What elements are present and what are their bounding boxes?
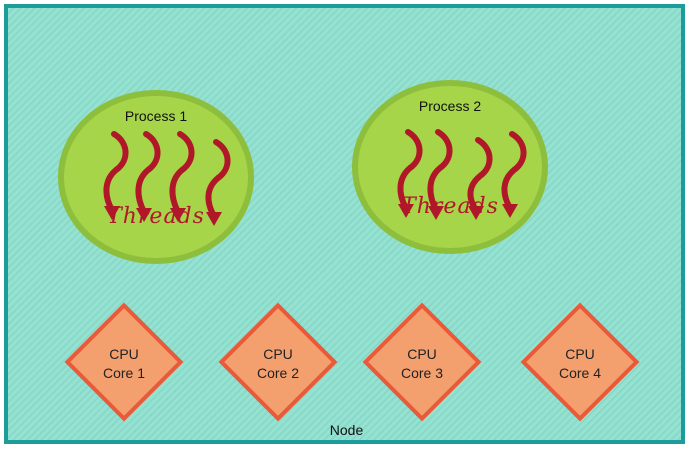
core-line1: CPU xyxy=(109,346,139,362)
core-line1: CPU xyxy=(565,346,595,362)
cpu-core-3-label: CPU Core 3 xyxy=(372,345,472,383)
cpu-core-1-label: CPU Core 1 xyxy=(74,345,174,383)
core-line2: Core 2 xyxy=(256,365,300,381)
node-label: Node xyxy=(329,422,364,438)
cpu-core-4-label: CPU Core 4 xyxy=(530,345,630,383)
process-title: Process 2 xyxy=(418,98,482,114)
process-1: Process 1 Threads xyxy=(58,90,254,264)
core-line1: CPU xyxy=(263,346,293,362)
threads-label: Threads xyxy=(401,194,499,219)
process-title: Process 1 xyxy=(124,108,188,124)
process-2: Process 2 Threads xyxy=(352,80,548,254)
core-line2: Core 4 xyxy=(558,365,602,381)
threads-arrows-icon xyxy=(397,129,527,220)
core-line2: Core 3 xyxy=(400,365,444,381)
threads-arrows-icon xyxy=(103,131,231,226)
core-line1: CPU xyxy=(407,346,437,362)
threads-label: Threads xyxy=(107,204,205,229)
core-line2: Core 1 xyxy=(102,365,146,381)
cpu-core-2-label: CPU Core 2 xyxy=(228,345,328,383)
